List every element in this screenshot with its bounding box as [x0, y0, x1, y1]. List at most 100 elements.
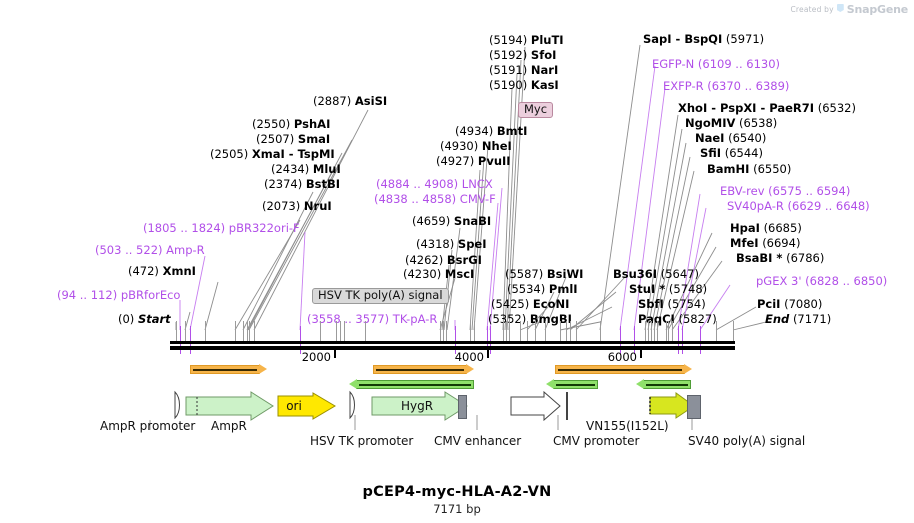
enzyme-label-snabi[interactable]: (4659) SnaBI — [412, 214, 492, 228]
enzyme-label-xhoi-pspxi-paer7i[interactable]: XhoI - PspXI - PaeR7I (6532) — [678, 101, 856, 115]
enzyme-label-bsrgi[interactable]: (4262) BsrGI — [405, 253, 482, 267]
enzyme-label-sfoi[interactable]: (5192) SfoI — [489, 48, 557, 62]
primer-arrow-amp-r[interactable] — [190, 364, 267, 374]
enzyme-label-nrui[interactable]: (2073) NruI — [262, 199, 332, 213]
enzyme-label-paqci[interactable]: PaqCI (5827) — [638, 312, 717, 326]
enzyme-label-ngomiv[interactable]: NgoMIV (6538) — [685, 116, 778, 130]
enzyme-label-pshai[interactable]: (2550) PshAI — [252, 117, 331, 131]
cut-tick — [336, 321, 337, 341]
enzyme-label-bmgbi[interactable]: (5352) BmgBI — [488, 312, 572, 326]
enzyme-label-nhei[interactable]: (4930) NheI — [440, 139, 512, 153]
enzyme-label-mfei[interactable]: MfeI (6694) — [730, 236, 801, 250]
feature-sv40-polya-box[interactable] — [687, 395, 701, 419]
enzyme-label-smai[interactable]: (2507) SmaI — [256, 132, 331, 146]
cut-tick — [440, 321, 441, 341]
enzyme-label-start[interactable]: (0) Start — [118, 312, 171, 326]
enzyme-label-bmti[interactable]: (4934) BmtI — [455, 124, 528, 138]
enzyme-label-end[interactable]: End (7171) — [765, 312, 832, 326]
cut-tick — [600, 321, 601, 341]
cut-tick — [344, 321, 345, 341]
enzyme-label-nari[interactable]: (5191) NarI — [489, 63, 559, 77]
primer-label-pgex-3prime[interactable]: pGEX 3' (6828 .. 6850) — [756, 274, 888, 288]
enzyme-label-msci[interactable]: (4230) MscI — [403, 267, 475, 281]
primer-tick — [682, 326, 684, 354]
enzyme-label-bamhi[interactable]: BamHI (6550) — [707, 162, 792, 176]
arrow-head-left-icon — [349, 379, 357, 389]
orf-arrow-rev-2[interactable] — [636, 379, 691, 389]
ruler-tick-2000 — [334, 350, 336, 358]
enzyme-label-xmni[interactable]: (472) XmnI — [128, 264, 196, 278]
feature-cmv-enhancer-box[interactable] — [458, 395, 467, 419]
enzyme-label-asisi[interactable]: (2887) AsiSI — [313, 94, 388, 108]
enzyme-label-hpai[interactable]: HpaI (6685) — [730, 221, 802, 235]
cut-tick — [666, 321, 667, 341]
enzyme-label-bsiwi[interactable]: (5587) BsiWI — [505, 267, 584, 281]
feature-ori[interactable]: ori — [277, 392, 337, 420]
enzyme-label-bsabi[interactable]: BsaBI * (6786) — [736, 251, 825, 265]
enzyme-label-sbfi[interactable]: SbfI (5754) — [638, 297, 706, 311]
primer-arrow-hygr-fwd[interactable] — [373, 364, 474, 374]
feature-hygr-gene[interactable]: HygR — [371, 391, 469, 421]
enzyme-label-sfii[interactable]: SfiI (6544) — [700, 146, 763, 160]
enzyme-label-bstbi[interactable]: (2374) BstBI — [264, 177, 341, 191]
primer-tick — [455, 326, 457, 354]
plasmid-title: pCEP4-myc-HLA-A2-VN — [362, 484, 552, 500]
primer-label-tk-pa-r[interactable]: (3558 .. 3577) TK-pA-R — [307, 312, 438, 326]
enzyme-label-bsu36i[interactable]: Bsu36I (5647) — [613, 267, 699, 281]
arrow-head-right-icon — [684, 364, 692, 374]
primer-label-egfp-n[interactable]: EGFP-N (6109 .. 6130) — [652, 57, 781, 71]
orf-arrow-rev-1[interactable] — [546, 379, 598, 389]
enzyme-label-kasi[interactable]: (5190) KasI — [489, 78, 559, 92]
cut-tick — [247, 321, 248, 341]
feature-label-ampr-promoter: AmpR promoter — [100, 419, 196, 433]
feature-tag-myc[interactable]: Myc — [518, 102, 554, 118]
feature-ampr-promoter[interactable] — [172, 390, 188, 422]
cut-tick — [733, 321, 734, 341]
arrow-head-left-icon — [546, 379, 554, 389]
orf-arrow-hygr-rev[interactable] — [349, 379, 474, 389]
primer-label-pbrforeco[interactable]: (94 .. 112) pBRforEco — [57, 288, 181, 302]
primer-tick — [678, 326, 680, 354]
cut-tick — [545, 321, 546, 341]
primer-label-sv40pa-r[interactable]: SV40pA-R (6629 .. 6648) — [727, 199, 870, 213]
feature-cmv-promoter-arrow[interactable] — [510, 391, 562, 421]
primer-label-exfp-r[interactable]: EXFP-R (6370 .. 6389) — [663, 79, 790, 93]
enzyme-label-naei[interactable]: NaeI (6540) — [695, 131, 767, 145]
enzyme-label-pmli[interactable]: (5534) PmlI — [507, 282, 578, 296]
cut-tick — [668, 321, 669, 341]
cut-tick — [249, 321, 250, 341]
enzyme-label-stui[interactable]: StuI * (5748) — [629, 282, 708, 296]
arrow-head-right-icon — [466, 364, 474, 374]
cut-tick — [235, 321, 236, 341]
primer-tick — [300, 326, 302, 354]
cut-tick — [205, 321, 206, 341]
cut-tick — [654, 321, 655, 341]
feature-cmv-promoter-tick[interactable] — [566, 392, 568, 420]
created-by-text: Created by — [790, 5, 834, 14]
enzyme-label-pcii[interactable]: PciI (7080) — [757, 297, 823, 311]
ruler-label-6000: 6000 — [607, 350, 637, 364]
feature-label-hygr: HygR — [401, 399, 433, 413]
enzyme-label-sapi-bspqi[interactable]: SapI - BspQI (5971) — [643, 32, 765, 46]
cut-tick — [254, 321, 255, 341]
primer-tick — [700, 326, 702, 354]
enzyme-label-econi[interactable]: (5425) EcoNI — [491, 297, 570, 311]
feature-tag-hsv-tk-polya-signal[interactable]: HSV TK poly(A) signal — [312, 288, 449, 304]
primer-label-cmv-f[interactable]: (4838 .. 4858) CMV-F — [374, 192, 496, 206]
feature-ampr-gene[interactable] — [185, 391, 275, 421]
primer-label-pbr322ori-f[interactable]: (1805 .. 1824) pBR322ori-F — [143, 221, 300, 235]
feature-hsv-tk-promoter[interactable] — [347, 390, 363, 422]
enzyme-label-mlui[interactable]: (2434) MluI — [271, 162, 341, 176]
enzyme-label-pluti[interactable]: (5194) PluTI — [489, 33, 564, 47]
primer-label-amp-r[interactable]: (503 .. 522) Amp-R — [95, 243, 205, 257]
primer-label-ebv-rev[interactable]: EBV-rev (6575 .. 6594) — [720, 184, 851, 198]
feature-label-cmv-promoter: CMV promoter — [553, 434, 640, 448]
enzyme-label-pvuii[interactable]: (4927) PvuII — [436, 154, 511, 168]
primer-tick — [487, 326, 489, 354]
feature-vn155-gene[interactable] — [648, 392, 696, 420]
primer-label-lncx[interactable]: (4884 .. 4908) LNCX — [376, 177, 493, 191]
cut-tick — [446, 321, 447, 341]
enzyme-label-xmai-tspmi[interactable]: (2505) XmaI - TspMI — [210, 147, 335, 161]
enzyme-label-spei[interactable]: (4318) SpeI — [416, 237, 487, 251]
primer-arrow-vn155-fwd[interactable] — [555, 364, 692, 374]
